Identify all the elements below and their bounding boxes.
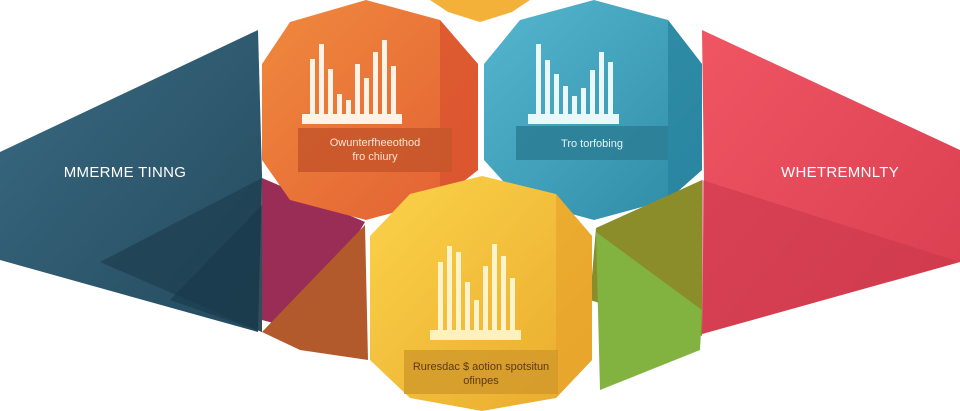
purple-wedge <box>262 178 365 330</box>
icon-bar <box>355 64 360 114</box>
teal-hexagon-shade <box>668 20 702 200</box>
orange-label-box <box>298 128 452 172</box>
icon-bar <box>447 246 452 330</box>
icon-bar <box>337 94 342 114</box>
green-wedge <box>596 232 702 390</box>
orange-box-label: Owunterfheeothod fro chiury <box>300 136 450 164</box>
icon-bar <box>581 88 586 114</box>
icon-bar <box>608 62 613 114</box>
brown-wedge <box>262 225 368 360</box>
icon-bar <box>492 244 497 330</box>
teal-box-label: Tro torfobing <box>518 137 666 151</box>
bar-chart-icon <box>302 40 402 124</box>
icon-bar <box>474 300 479 330</box>
bar-chart-icon <box>528 44 619 124</box>
icon-bar <box>373 52 378 114</box>
top-hexagon <box>430 0 530 22</box>
right-panel-facet <box>702 180 960 334</box>
icon-bar <box>536 44 541 114</box>
icon-bar <box>572 96 577 114</box>
icon-bar <box>438 262 443 330</box>
yellow-hexagon-shade <box>556 194 592 398</box>
icon-bar <box>554 74 559 114</box>
icon-bar <box>364 78 369 114</box>
icon-bar <box>382 40 387 114</box>
yellow-box-label-line-2: ofinpes <box>463 375 499 387</box>
yellow-box-label: Ruresdac $ aotion spotsitun ofinpes <box>406 360 556 388</box>
right-panel-label: WHETREMNLTY <box>780 164 900 181</box>
left-panel-label: MMERME TINNG <box>63 164 187 181</box>
icon-bar <box>456 252 461 330</box>
bar-chart-icon <box>430 244 521 340</box>
icon-bar <box>590 70 595 114</box>
icon-bar <box>310 59 315 114</box>
icon-bar <box>510 278 515 330</box>
yellow-box-label-line-1: Ruresdac $ aotion spotsitun <box>412 361 550 373</box>
teal-box-label-line-1: Tro torfobing <box>561 138 623 150</box>
yellow-label-box <box>404 350 558 394</box>
icon-bar <box>501 256 506 330</box>
icon-bar <box>483 266 488 330</box>
icon-bar <box>328 69 333 114</box>
icon-base <box>528 114 619 124</box>
icon-bar <box>391 66 396 114</box>
icon-bar <box>563 86 568 114</box>
icon-bar <box>599 52 604 114</box>
icon-base <box>302 114 402 124</box>
icon-bar <box>545 60 550 114</box>
teal-label-box <box>516 126 668 160</box>
orange-box-label-line-1: Owunterfheeothod <box>329 137 421 149</box>
icon-base <box>430 330 521 340</box>
orange-box-label-line-2: fro chiury <box>352 151 398 163</box>
orange-hexagon-shade <box>440 20 478 200</box>
icon-bar <box>346 100 351 114</box>
icon-bar <box>465 282 470 330</box>
icon-bar <box>319 44 324 114</box>
left-panel-facet <box>170 205 262 332</box>
